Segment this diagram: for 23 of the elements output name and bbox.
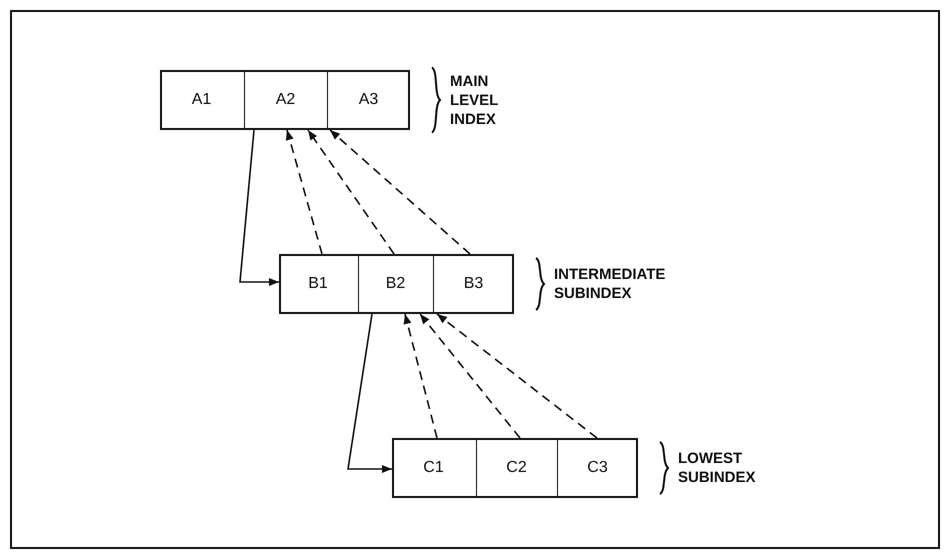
arrow xyxy=(329,129,471,255)
arrow xyxy=(307,130,395,254)
index-cell: B1 xyxy=(278,254,358,314)
index-cell: A2 xyxy=(244,70,326,130)
index-cell: B2 xyxy=(358,254,432,314)
arrow xyxy=(404,314,438,438)
index-cell: C3 xyxy=(556,438,638,498)
arrow xyxy=(286,130,323,254)
index-cell: B3 xyxy=(432,254,514,314)
arrow xyxy=(239,130,279,286)
level-label: INTERMEDIATE SUBINDEX xyxy=(554,265,666,303)
index-record-box xyxy=(392,438,638,498)
level-label: LOWEST SUBINDEX xyxy=(678,449,756,487)
index-cell: A1 xyxy=(160,70,244,130)
index-cell: A3 xyxy=(326,70,410,130)
arrow xyxy=(419,314,521,438)
level-label: MAIN LEVEL INDEX xyxy=(450,72,498,128)
index-cell: C1 xyxy=(392,438,476,498)
index-record-box xyxy=(160,70,410,130)
index-record-box xyxy=(279,254,514,314)
arrow xyxy=(436,313,598,439)
arrow xyxy=(347,314,392,473)
index-cell: C2 xyxy=(476,438,556,498)
